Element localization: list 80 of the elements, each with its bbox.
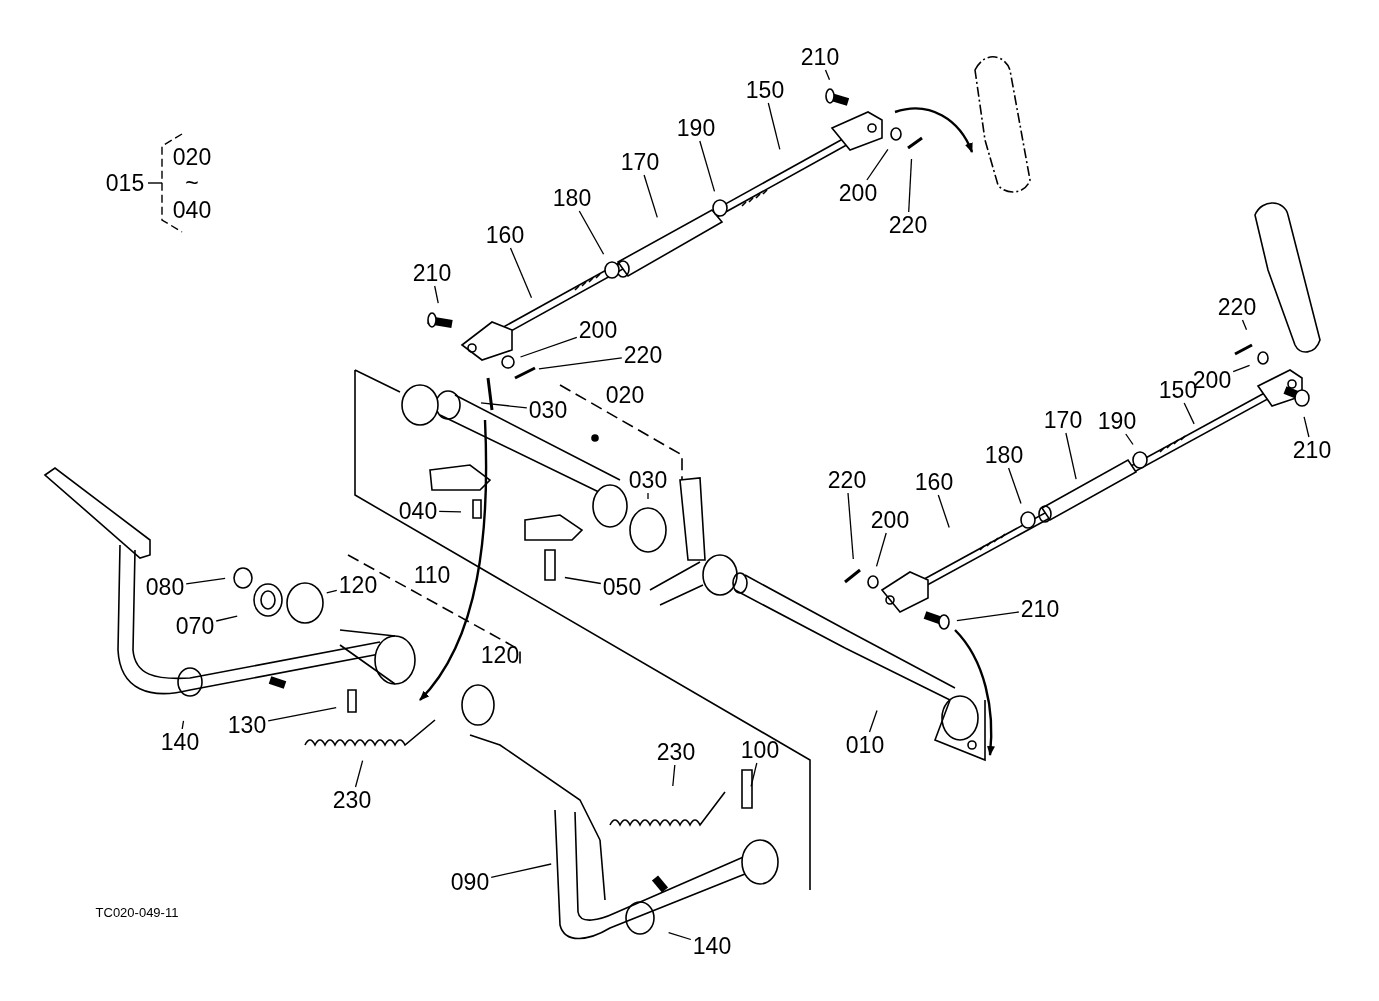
leader-line — [868, 709, 878, 733]
leader-line — [1125, 433, 1134, 446]
callout-number: 010 — [845, 733, 885, 757]
leader-line — [490, 863, 552, 878]
callout-number: 030 — [628, 468, 668, 492]
callout-number: 230 — [656, 740, 696, 764]
leader-line — [1232, 364, 1251, 373]
callout-number: 220 — [888, 213, 928, 237]
callout-number: 160 — [914, 470, 954, 494]
callout-number: ~ — [185, 171, 199, 195]
leader-line — [181, 720, 185, 730]
callout-number: 210 — [800, 45, 840, 69]
callout-number: 210 — [412, 261, 452, 285]
leader-line — [578, 210, 605, 255]
callout-number: 090 — [450, 870, 490, 894]
leader-line — [937, 494, 950, 529]
leader-line — [767, 102, 781, 150]
leader-line — [824, 69, 831, 81]
leader-line — [434, 285, 439, 304]
callout-number: 190 — [1097, 409, 1137, 433]
leader-line — [956, 611, 1020, 622]
callout-number: 050 — [602, 575, 642, 599]
callout-number: 210 — [1020, 597, 1060, 621]
callout-number: 200 — [838, 181, 878, 205]
callout-number: 180 — [552, 186, 592, 210]
leader-line — [847, 492, 854, 560]
callout-number: 220 — [827, 468, 867, 492]
leader-line — [667, 931, 692, 941]
leader-line — [866, 148, 889, 181]
leader-line — [908, 158, 913, 213]
leader-line — [1303, 416, 1310, 438]
leader-line — [647, 492, 649, 500]
callout-number: 200 — [578, 318, 618, 342]
leader-line — [267, 707, 337, 722]
leader-line — [1241, 319, 1248, 331]
leader-line — [699, 140, 716, 193]
callout-number: 170 — [620, 150, 660, 174]
leader-line — [643, 174, 658, 219]
callout-number: 120 — [338, 573, 378, 597]
callout-number: 220 — [1217, 295, 1257, 319]
leader-line — [438, 510, 462, 513]
callout-number: 220 — [623, 343, 663, 367]
drawing-number: TC020-049-11 — [95, 906, 179, 920]
callout-number: 210 — [1292, 438, 1332, 462]
callout-number: 140 — [160, 730, 200, 754]
leader-line — [326, 589, 338, 594]
callout-number: 040 — [172, 198, 212, 222]
callout-number: 040 — [398, 499, 438, 523]
leader-line — [538, 357, 623, 370]
callout-number: 180 — [984, 443, 1024, 467]
leader-line — [1065, 432, 1077, 480]
callout-number: 140 — [692, 934, 732, 958]
leader-line — [875, 532, 887, 568]
callout-number: 150 — [745, 78, 785, 102]
callout-number: 070 — [175, 614, 215, 638]
callout-number: 020 — [172, 145, 212, 169]
leader-line — [509, 247, 533, 299]
leader-line — [185, 577, 226, 585]
leader-line — [1007, 467, 1022, 505]
callout-number: 100 — [740, 738, 780, 762]
callout-number: 120 — [480, 643, 520, 667]
leader-line — [519, 336, 578, 358]
callout-number: 020 — [605, 383, 645, 407]
leader-line — [480, 402, 528, 409]
leader-line — [215, 615, 238, 622]
callout-number: 080 — [145, 575, 185, 599]
callout-number: 170 — [1043, 408, 1083, 432]
callout-number: 160 — [485, 223, 525, 247]
callout-number: 030 — [528, 398, 568, 422]
leader-line — [354, 760, 364, 788]
callout-number: 190 — [676, 116, 716, 140]
leader-line — [1183, 402, 1195, 425]
callout-number: 230 — [332, 788, 372, 812]
callout-number: 110 — [413, 563, 451, 587]
callout-number: 130 — [227, 713, 267, 737]
leader-line — [564, 576, 602, 585]
leader-line — [672, 764, 676, 787]
callout-number: 200 — [870, 508, 910, 532]
leader-line — [750, 762, 758, 787]
callout-number: 015 — [105, 171, 145, 195]
